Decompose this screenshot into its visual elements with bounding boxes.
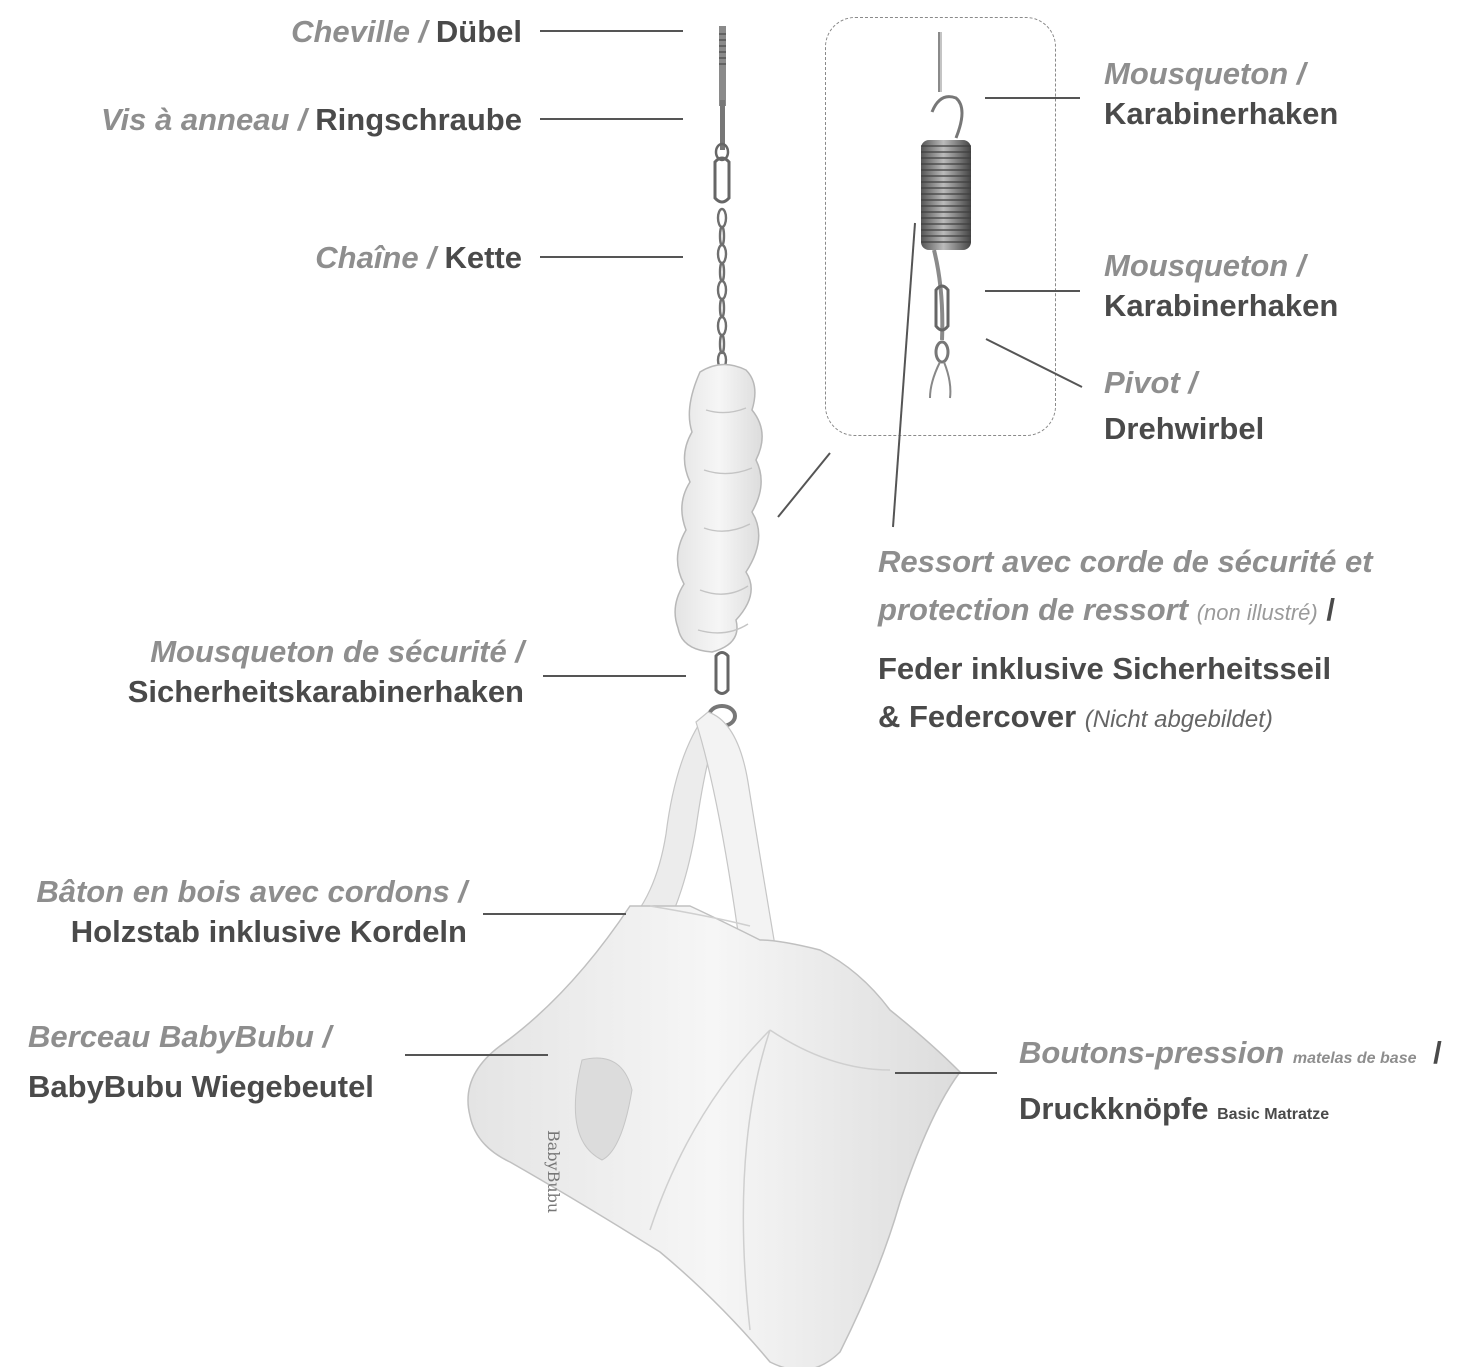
label-druckknopfe-de: Druckknöpfe (1019, 1091, 1208, 1126)
label-drehwirbel-de: Drehwirbel (1104, 406, 1264, 452)
label-drehwirbel-sep: / (1188, 365, 1197, 400)
label-ringschraube: Vis à anneau / Ringschraube (101, 100, 522, 140)
label-karabiner-mid-fr: Mousqueton (1104, 248, 1288, 283)
label-holzstab-de: Holzstab inklusive Kordeln (36, 912, 467, 952)
label-wiegebeutel-fr: Berceau BabyBubu (28, 1019, 314, 1054)
label-ringschraube-sep: / (298, 102, 307, 137)
label-karabiner-top-fr: Mousqueton (1104, 56, 1288, 91)
label-feder: Ressort avec corde de sécurité et protec… (878, 538, 1373, 744)
label-feder-sep: / (1326, 592, 1335, 627)
label-ringschraube-fr: Vis à anneau (101, 102, 289, 137)
label-kette-fr: Chaîne (315, 240, 418, 275)
leader-line-drehwirbel (986, 339, 1082, 387)
label-druckknopfe-sep: / (1433, 1035, 1442, 1070)
label-karabiner-top-sep: / (1297, 56, 1306, 91)
label-drehwirbel-fr: Pivot (1104, 365, 1180, 400)
label-kette-sep: / (427, 240, 436, 275)
label-dubel-fr: Cheville (291, 14, 410, 49)
label-holzstab-sep: / (458, 874, 467, 909)
label-wiegebeutel-de: BabyBubu Wiegebeutel (28, 1062, 374, 1112)
label-karabiner-mid: Mousqueton / Karabinerhaken (1104, 246, 1338, 326)
label-wiegebeutel-sep: / (323, 1019, 332, 1054)
label-sicherheitskarabiner-fr: Mousqueton de sécurité (150, 634, 507, 669)
label-karabiner-mid-de: Karabinerhaken (1104, 286, 1338, 326)
label-feder-fr-line2: protection de ressort (878, 592, 1188, 627)
label-feder-fr-line1: Ressort avec corde de sécurité et (878, 538, 1373, 586)
label-sicherheitskarabiner-de: Sicherheitskarabinerhaken (128, 672, 524, 712)
label-druckknopfe-fr: Boutons-pression (1019, 1035, 1284, 1070)
label-dubel: Cheville / Dübel (291, 12, 522, 52)
label-druckknopfe: Boutons-pression matelas de base / Druck… (1019, 1028, 1442, 1140)
label-feder-de-line1: Feder inklusive Sicherheitsseil (878, 645, 1373, 693)
label-dubel-sep: / (419, 14, 428, 49)
label-kette-de: Kette (444, 240, 522, 275)
label-dubel-de: Dübel (436, 14, 522, 49)
label-holzstab-fr: Bâton en bois avec cordons (36, 874, 449, 909)
label-feder-de-line2: & Federcover (878, 699, 1076, 734)
label-feder-de-note: (Nicht abgebildet) (1085, 706, 1273, 733)
label-feder-fr-note: (non illustré) (1197, 600, 1318, 625)
label-holzstab: Bâton en bois avec cordons / Holzstab in… (36, 872, 467, 952)
leader-line-feder (893, 223, 915, 527)
label-karabiner-top: Mousqueton / Karabinerhaken (1104, 54, 1338, 134)
label-karabiner-mid-sep: / (1297, 248, 1306, 283)
leader-line-inset-connector (778, 453, 830, 517)
label-druckknopfe-fr-small: matelas de base (1293, 1050, 1417, 1067)
label-druckknopfe-de-small: Basic Matratze (1217, 1106, 1329, 1123)
label-sicherheitskarabiner: Mousqueton de sécurité / Sicherheitskara… (128, 632, 524, 712)
label-karabiner-top-de: Karabinerhaken (1104, 94, 1338, 134)
label-drehwirbel: Pivot / Drehwirbel (1104, 360, 1264, 452)
label-sicherheitskarabiner-sep: / (515, 634, 524, 669)
label-kette: Chaîne / Kette (315, 238, 522, 278)
label-wiegebeutel: Berceau BabyBubu / BabyBubu Wiegebeutel (28, 1012, 374, 1112)
label-ringschraube-de: Ringschraube (315, 102, 522, 137)
